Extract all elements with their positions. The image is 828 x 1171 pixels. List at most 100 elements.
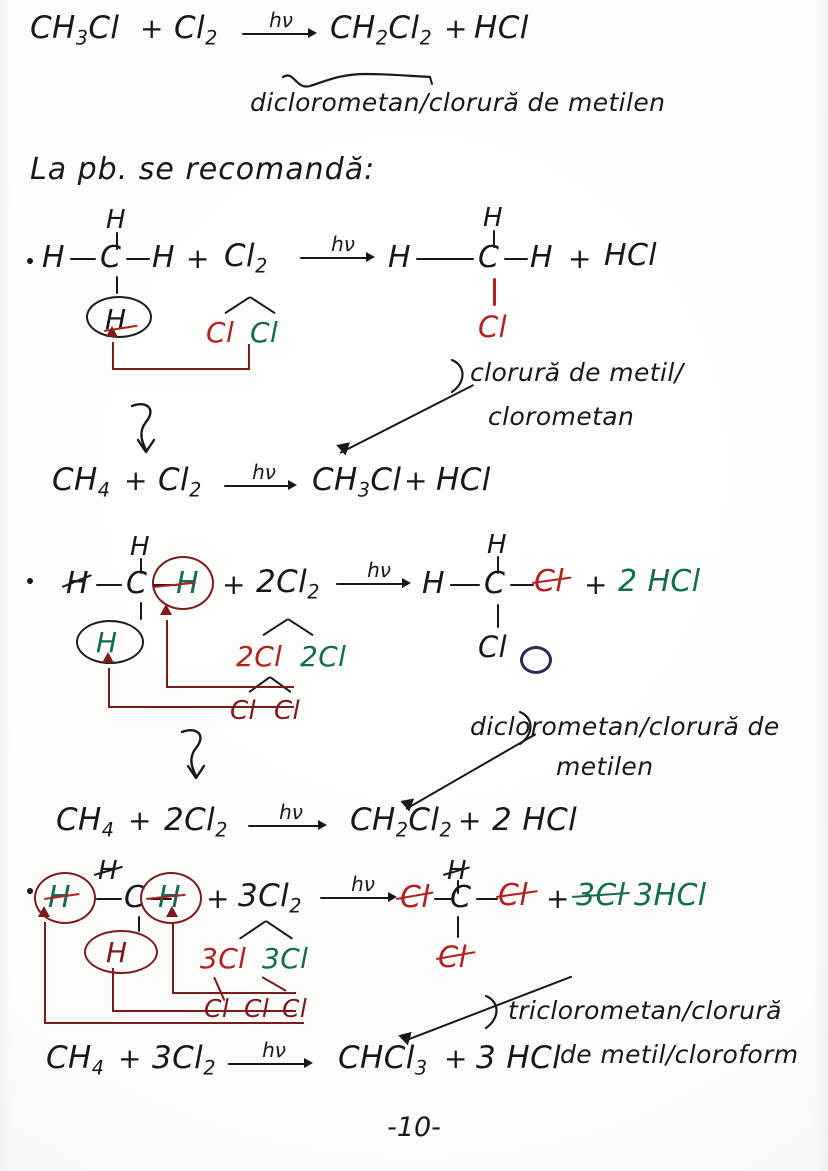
di-circle-h-right xyxy=(152,556,214,610)
tri-summary-plus: + xyxy=(118,1042,142,1075)
di-circle-h-bottom xyxy=(76,620,144,664)
mono-summary-reactant-2: Cl2 xyxy=(158,462,202,502)
mono-annotation-arrowhead xyxy=(334,438,350,456)
mono-summary-reactant-1: CH4 xyxy=(52,462,111,502)
mono-right-bond-right xyxy=(504,258,528,260)
mono-summary-plus: + xyxy=(124,464,148,497)
mono-summary-product-2: HCl xyxy=(436,462,491,498)
mono-summary-product-1: CH3Cl xyxy=(312,462,402,502)
di-bond-left xyxy=(96,584,122,586)
tri-circle-h-bottom xyxy=(84,930,158,974)
mono-condition: hν xyxy=(331,232,355,256)
di-summary-arrow: hν xyxy=(248,800,334,830)
top-equation-product-2: HCl xyxy=(474,10,529,46)
mono-bond-bottom xyxy=(116,276,118,294)
di-right-bond-bottom xyxy=(497,604,499,628)
di-connector-arrowhead-1 xyxy=(102,652,114,663)
tri-connector-arrowhead-1 xyxy=(38,906,50,917)
tri-annotation-brace xyxy=(484,994,498,1030)
tri-left-h-bottom: H xyxy=(106,936,128,969)
mono-annotation-brace xyxy=(450,358,464,394)
di-byproduct: 2 HCl xyxy=(618,564,701,599)
mono-arrow: hν xyxy=(300,232,386,262)
di-right-bond-left xyxy=(450,584,480,586)
mono-bond-top xyxy=(116,232,118,250)
di-summary-reactant-2: 2Cl2 xyxy=(164,802,228,842)
di-summary-reactant-1: CH4 xyxy=(56,802,115,842)
tri-circle-h-right xyxy=(140,872,202,924)
top-equation-arrow: hν xyxy=(242,8,320,38)
mono-connector-arrowhead xyxy=(106,326,118,337)
di-arrow: hν xyxy=(336,558,422,588)
di-bond-top xyxy=(140,558,142,574)
di-connector-bracket-inner xyxy=(166,620,294,688)
top-equation-condition: hν xyxy=(269,8,293,32)
mono-byproduct: HCl xyxy=(604,238,658,273)
page-heading: La pb. se recomandă: xyxy=(30,152,376,187)
mono-left-h-right: H xyxy=(152,240,175,275)
di-right-h-top: H xyxy=(487,530,507,560)
top-equation-plus-2: + xyxy=(444,12,468,45)
di-split-sub-cl-left: Cl xyxy=(230,696,257,726)
mono-left-c: C xyxy=(100,240,122,275)
mono-plus: + xyxy=(186,242,210,275)
tri-byproduct: 3HCl xyxy=(634,878,707,913)
di-plus-2: + xyxy=(584,568,608,601)
mono-summary-condition: hν xyxy=(252,460,276,484)
top-equation-annotation: diclorometan/clorură de metilen xyxy=(250,88,666,117)
di-split-sub-cl-right: Cl xyxy=(274,696,301,726)
tri-arrow: hν xyxy=(320,872,406,902)
block-tri-bullet xyxy=(27,888,33,894)
mono-bond-left xyxy=(70,258,96,260)
mono-reagent: Cl2 xyxy=(224,238,268,278)
mono-summary-plus-2: + xyxy=(404,464,428,497)
mono-down-arrow xyxy=(130,403,156,454)
tri-split-sub-cl-right: Cl xyxy=(282,994,308,1023)
tri-split-sub-cl-left: Cl xyxy=(204,994,230,1023)
di-annotation-brace xyxy=(518,710,532,746)
di-summary-plus-2: + xyxy=(458,804,482,837)
di-summary-plus: + xyxy=(128,804,152,837)
di-annotation-line-2: metilen xyxy=(556,752,654,781)
di-right-bond-top xyxy=(497,556,499,574)
tri-summary-plus-2: + xyxy=(444,1042,468,1075)
mono-right-bond-bottom xyxy=(493,278,496,306)
tri-summary-product-1: CHCl3 xyxy=(338,1040,428,1080)
tri-split-sub-cl-mid: Cl xyxy=(244,994,270,1023)
di-left-c: C xyxy=(126,566,148,601)
block-di-bullet xyxy=(27,578,33,584)
tri-annotation-line-2: de metil/cloroform xyxy=(560,1040,799,1069)
mono-right-h-left: H xyxy=(388,240,411,275)
tri-bond-left xyxy=(96,898,122,900)
mono-connector-bracket xyxy=(112,342,250,370)
tri-right-bond-top xyxy=(457,880,459,894)
di-right-cl-bottom: Cl xyxy=(478,630,508,664)
mono-plus-2: + xyxy=(568,242,592,275)
tri-summary-reactant-2: 3Cl2 xyxy=(152,1040,216,1080)
di-split-cl-left: 2Cl xyxy=(236,640,283,673)
mono-split-cl-left: Cl xyxy=(206,316,235,349)
tri-split-cl-right: 3Cl xyxy=(262,942,309,975)
tri-reagent: 3Cl2 xyxy=(238,878,302,918)
di-cl-scribble xyxy=(520,646,552,674)
block-mono-bullet xyxy=(27,258,33,264)
mono-summary-arrow: hν xyxy=(224,460,304,490)
tri-plus: + xyxy=(206,882,230,915)
top-equation-product-1: CH2Cl2 xyxy=(330,10,433,50)
tri-bond-bottom xyxy=(138,916,140,932)
mono-left-h-top: H xyxy=(106,205,126,235)
tri-summary-reactant-1: CH4 xyxy=(46,1040,105,1080)
tri-split-cl-left: 3Cl xyxy=(200,942,247,975)
tri-circle-h-left xyxy=(34,872,96,924)
di-connector-bracket-outer xyxy=(108,668,294,708)
di-split-cl-right: 2Cl xyxy=(300,640,347,673)
di-condition: hν xyxy=(367,558,391,582)
tri-right-c: C xyxy=(450,880,472,915)
page-number: -10- xyxy=(387,1112,441,1143)
mono-right-cl-bottom: Cl xyxy=(478,310,508,344)
tri-right-bond-left xyxy=(434,898,452,900)
di-summary-product-1: CH2Cl2 xyxy=(350,802,453,842)
tri-connector-arrowhead-2 xyxy=(166,906,178,917)
top-equation-squiggle xyxy=(281,72,433,88)
